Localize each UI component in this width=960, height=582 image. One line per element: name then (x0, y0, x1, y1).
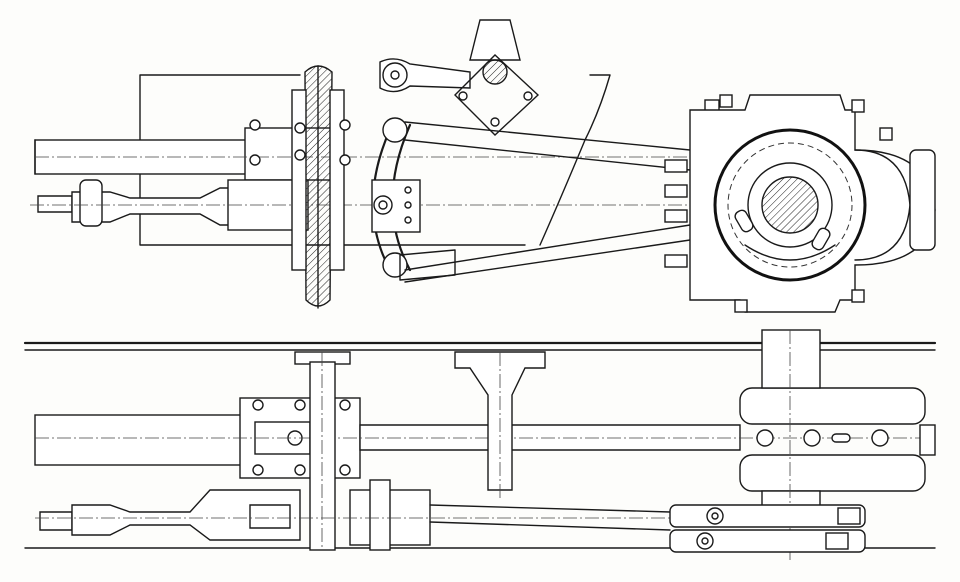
pivot-shaft (454, 19, 540, 136)
lower-valve-rod (30, 179, 700, 231)
upper-link-arm (379, 58, 471, 93)
elevation-view (34, 329, 936, 560)
elevation-rod-ends (669, 504, 866, 553)
upper-piston-rod (34, 127, 690, 181)
eccentric-rods (399, 121, 691, 283)
bracket-bolts (249, 119, 351, 166)
hand-wheel-section (291, 65, 345, 309)
strap-bolts-left (664, 99, 720, 268)
elevation-hanger-bracket (454, 351, 546, 500)
die-block (371, 179, 421, 233)
plan-view (30, 19, 936, 313)
elevation-upper-rod (34, 397, 935, 479)
elevation-vertical-shaft (294, 351, 351, 551)
eccentric-sheave (689, 94, 936, 313)
